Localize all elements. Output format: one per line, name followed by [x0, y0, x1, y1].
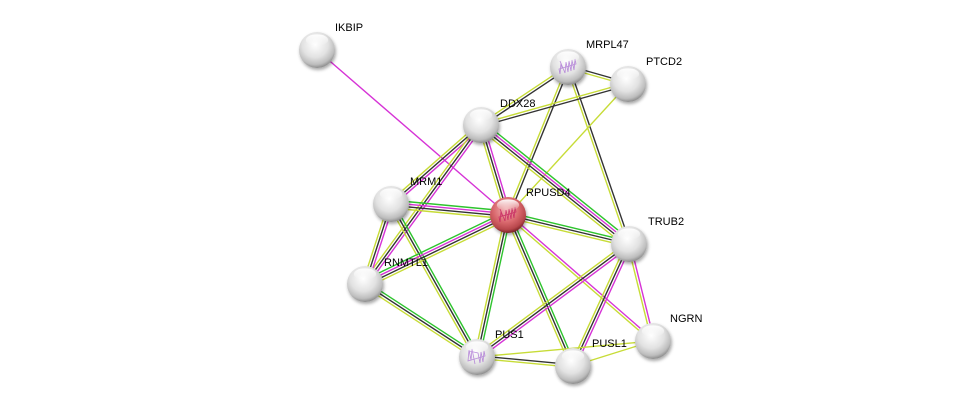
node-label: DDX28 [500, 98, 535, 110]
edge-line-textmining [506, 66, 568, 215]
edge-line-coexpression [479, 125, 629, 246]
edge-line-textmining [478, 127, 627, 248]
node-highlight [379, 188, 403, 200]
edge-line-coexpression [365, 215, 509, 286]
node-highlight [617, 228, 641, 240]
edge-mrm1-rpusd4[interactable] [390, 199, 509, 220]
node-highlight [556, 51, 580, 63]
edge-line-textmining [507, 83, 629, 216]
edge-line-textmining [366, 217, 510, 289]
edge-line-coexpression [390, 203, 478, 358]
node-label: RPUSD4 [526, 187, 571, 199]
edge-pus1-ngrn[interactable] [476, 340, 654, 358]
node-highlight [561, 350, 585, 362]
edge-line-textmining [504, 215, 572, 368]
node-rpusd4[interactable]: RPUSD4 [490, 187, 571, 233]
edge-line-database [478, 215, 512, 358]
edge-line-experiments [364, 213, 508, 284]
edge-line-database [391, 199, 509, 212]
node-rnmtl1[interactable]: RNMTL1 [347, 257, 428, 302]
edge-line-coexpression [507, 214, 574, 367]
edge-line-experiments [392, 126, 484, 207]
node-ikbip[interactable]: IKBIP [299, 22, 363, 68]
edge-line-coexpression [481, 84, 629, 127]
node-pusl1[interactable]: PUSL1 [555, 338, 627, 384]
edge-trub2-pus1[interactable] [475, 241, 631, 360]
edge-line-experiments [391, 202, 509, 215]
node-label: RNMTL1 [384, 257, 428, 269]
edge-line-textmining [390, 207, 508, 220]
edge-rnmtl1-pus1[interactable] [363, 281, 479, 360]
node-highlight [465, 341, 489, 353]
edge-line-coexpression [476, 243, 630, 358]
node-ddx28[interactable]: DDX28 [463, 98, 535, 143]
edge-rpusd4-pusl1[interactable] [504, 213, 577, 368]
edge-line-coexpression [572, 243, 630, 367]
edge-line-textmining [570, 242, 628, 366]
edge-line-textmining [480, 82, 628, 125]
edge-line-coexpression [390, 204, 508, 217]
node-mrpl47[interactable]: MRPL47 [550, 39, 629, 85]
edge-line-database [509, 213, 577, 366]
edge-line-coexpression [476, 214, 509, 358]
node-trub2[interactable]: TRUB2 [611, 216, 684, 262]
edges-layer [316, 49, 655, 368]
node-label: PTCD2 [646, 56, 682, 68]
edge-line-database [366, 281, 479, 356]
edge-line-textmining [388, 204, 476, 359]
node-mrm1[interactable]: MRM1 [373, 176, 442, 222]
edge-line-textmining [363, 285, 476, 360]
edge-rpusd4-pus1[interactable] [473, 214, 512, 358]
edge-line-database [363, 210, 507, 282]
node-highlight [641, 325, 665, 337]
node-ptcd2[interactable]: PTCD2 [610, 56, 682, 102]
edge-ptcd2-ddx28[interactable] [480, 82, 629, 127]
node-pus1[interactable]: PUS1 [459, 329, 524, 375]
edge-line-database [483, 121, 632, 242]
edge-line-experiments [316, 49, 509, 216]
node-label: MRPL47 [586, 39, 629, 51]
node-label: MRM1 [410, 176, 442, 188]
edge-line-coexpression [364, 124, 482, 285]
node-highlight [469, 109, 493, 121]
edge-line-database [392, 202, 480, 357]
edge-rpusd4-trub2[interactable] [507, 211, 630, 248]
edge-line-textmining [507, 216, 629, 248]
node-highlight [305, 34, 329, 46]
node-ngrn[interactable]: NGRN [635, 313, 702, 359]
edge-line-experiments [481, 123, 631, 244]
edge-line-coexpression [364, 283, 478, 358]
edge-ddx28-trub2[interactable] [478, 121, 632, 248]
edge-line-textmining [475, 241, 628, 356]
edge-line-textmining [473, 214, 507, 357]
node-highlight [496, 199, 520, 211]
edge-line-textmining [476, 340, 654, 358]
edge-line-coexpression [390, 124, 482, 205]
edge-mrpl47-rpusd4[interactable] [506, 66, 570, 216]
edge-mrm1-pus1[interactable] [388, 202, 480, 359]
edge-line-textmining [388, 122, 480, 203]
node-highlight [353, 268, 377, 280]
edge-ddx28-mrm1[interactable] [388, 122, 484, 207]
node-highlight [616, 68, 640, 80]
node-label: IKBIP [335, 22, 363, 34]
node-label: PUSL1 [592, 338, 627, 350]
edge-ptcd2-rpusd4[interactable] [507, 83, 629, 216]
node-label: NGRN [670, 313, 702, 325]
node-label: TRUB2 [648, 216, 684, 228]
edge-line-database [508, 211, 630, 243]
edge-line-experiments [478, 245, 631, 360]
edge-line-textmining [506, 215, 653, 343]
edge-ikbip-rpusd4[interactable] [316, 49, 509, 216]
edge-line-coexpression [508, 67, 570, 216]
nodes-layer: IKBIP MRPL47PTCD2DDX28MRM1RPUSD4TRUB2RNMT… [299, 22, 702, 384]
node-label: PUS1 [495, 329, 524, 341]
edge-rnmtl1-rpusd4[interactable] [363, 210, 510, 289]
edge-line-coexpression [507, 214, 630, 245]
